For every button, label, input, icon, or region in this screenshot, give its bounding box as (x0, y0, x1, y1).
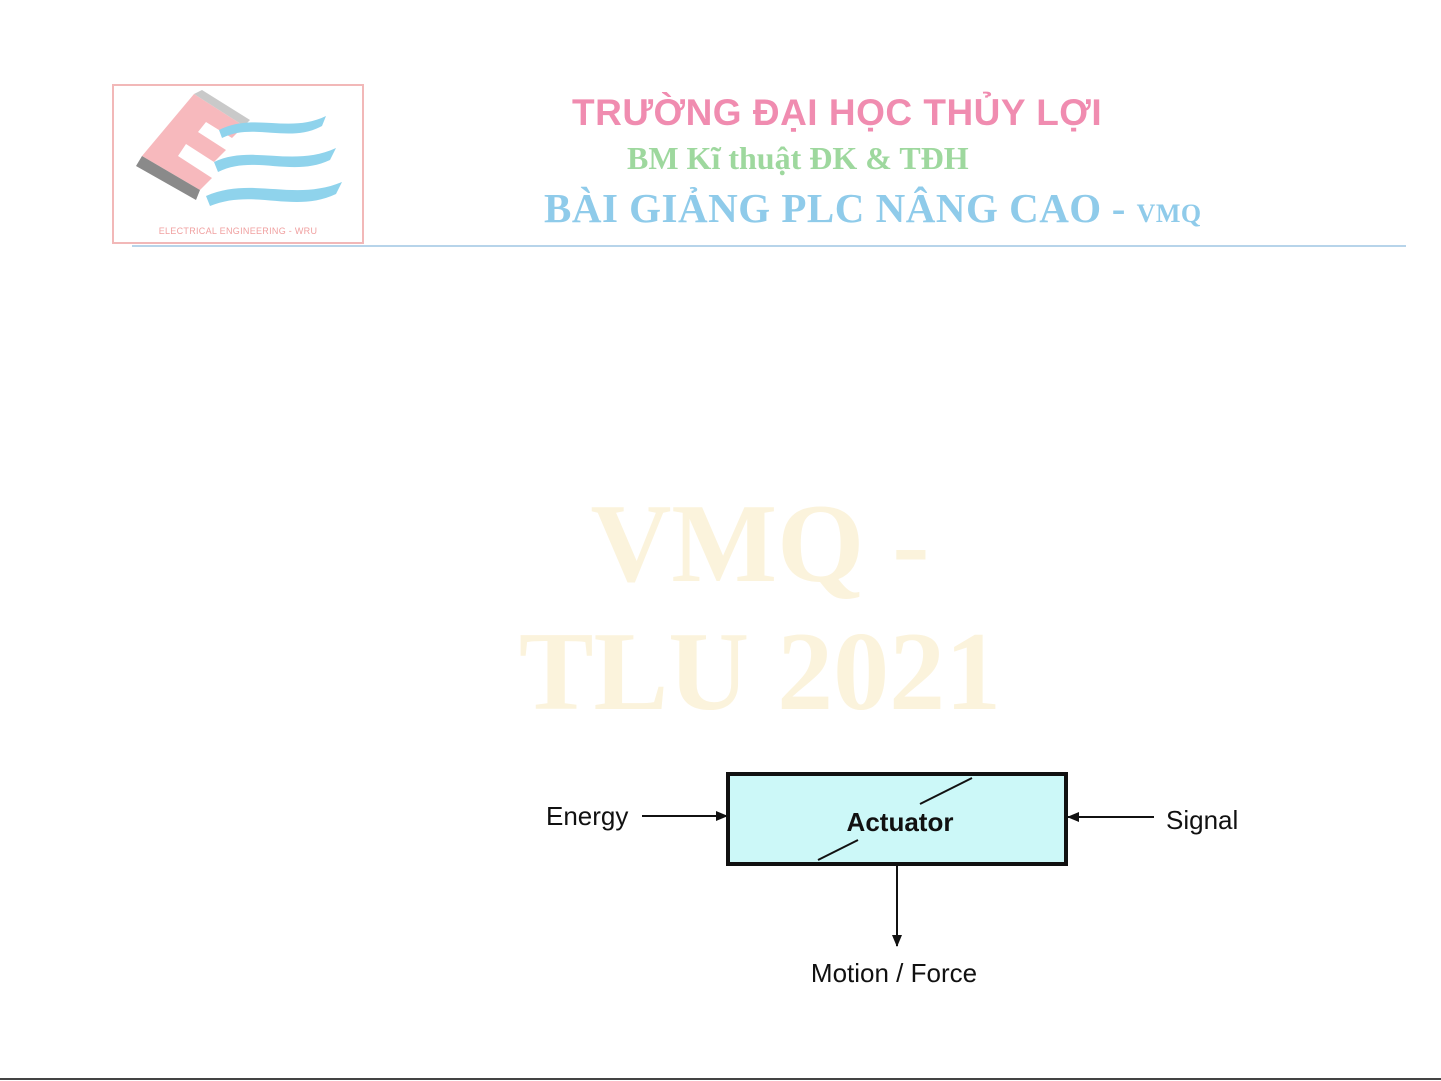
actuator-label: Actuator (847, 807, 954, 837)
energy-label: Energy (546, 801, 628, 831)
motion-force-label: Motion / Force (811, 958, 977, 988)
signal-label: Signal (1166, 805, 1238, 835)
bottom-border (0, 1078, 1441, 1080)
